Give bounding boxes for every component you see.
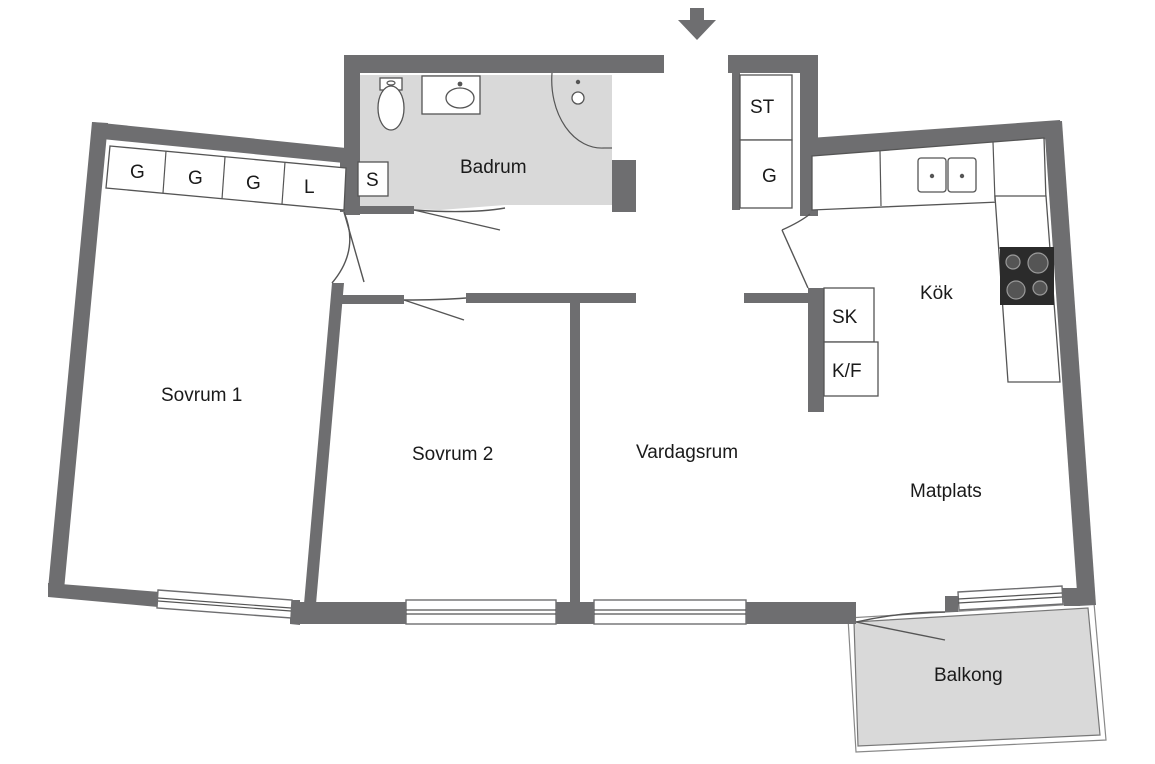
room-label-kok: Kök [920, 283, 953, 304]
windows [156, 585, 1064, 625]
bath-cabinet-label-s: S [366, 170, 379, 191]
walls [48, 55, 1096, 625]
room-label-balkong: Balkong [934, 665, 1003, 686]
kitchen-label-sk: SK [832, 307, 858, 328]
kitchen-tall-units [823, 287, 879, 397]
sink-icon [421, 75, 481, 115]
wardrobe-label-g1: G [130, 162, 145, 183]
room-label-sovrum1: Sovrum 1 [161, 385, 242, 406]
kitchen-label-kf: K/F [832, 361, 862, 382]
room-label-sovrum2: Sovrum 2 [412, 444, 493, 465]
balcony-rail [847, 602, 1107, 753]
shower-icon [551, 72, 612, 149]
closet-label-g: G [762, 166, 777, 187]
room-label-vardagsrum: Vardagsrum [636, 442, 738, 463]
closet-g-hall [739, 139, 793, 209]
balcony-floor [853, 607, 1101, 747]
wardrobe-label-g3: G [246, 173, 261, 194]
closet-label-st: ST [750, 97, 775, 118]
toilet-icon [377, 77, 405, 131]
room-label-badrum: Badrum [460, 157, 527, 178]
wardrobe-row [105, 145, 347, 211]
wardrobe-label-g2: G [188, 168, 203, 189]
wardrobe-label-l: L [304, 177, 315, 198]
stove-icon [1000, 247, 1054, 305]
entrance-arrow-icon [678, 8, 716, 40]
doors [331, 207, 946, 641]
room-label-matplats: Matplats [910, 481, 982, 502]
bath-cabinet-s [357, 161, 389, 197]
kitchen-sink-icon [917, 157, 977, 193]
